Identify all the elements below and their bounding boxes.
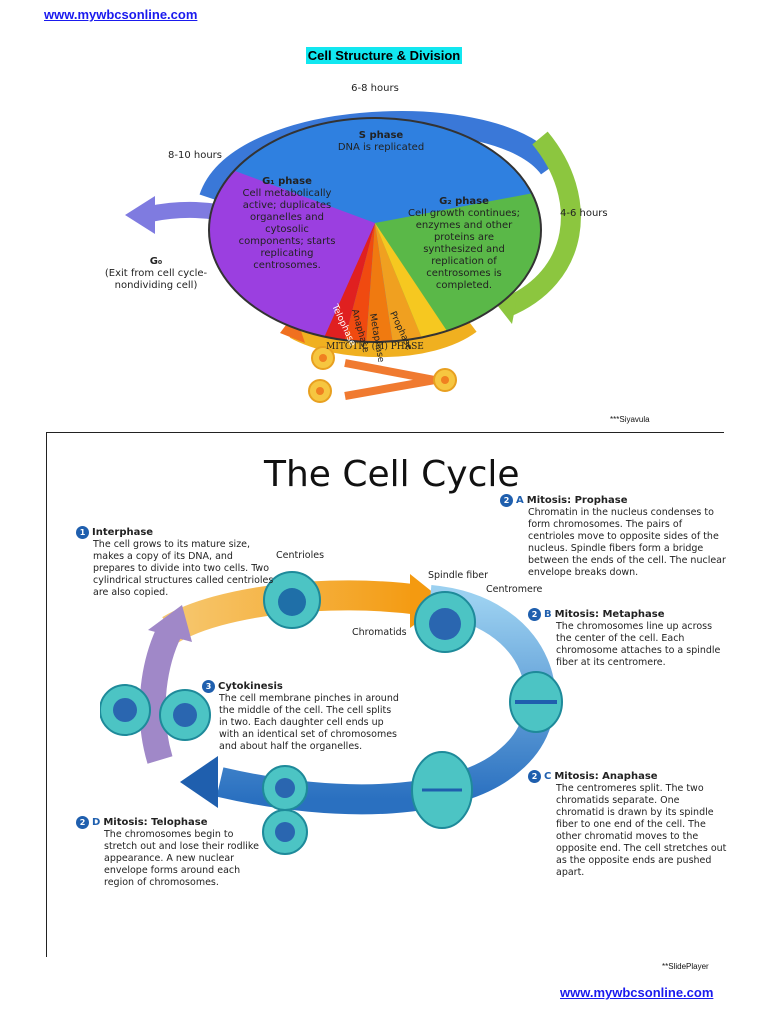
cell-anaphase xyxy=(411,751,473,829)
step-prophase-sub: A xyxy=(516,494,524,506)
cell-prophase xyxy=(414,591,476,653)
mitotic-label: MITOTIC (M) PHASE xyxy=(326,341,424,352)
g0-text: G₀ (Exit from cell cycle-nondividing cel… xyxy=(104,256,208,292)
step-telophase-badge: 2 xyxy=(76,816,89,829)
step-prophase-head: Mitosis: Prophase xyxy=(526,494,628,506)
cell-cycle-diagram: 6-8 hours INTERPHASE MITOTIC (M) PHASE T… xyxy=(125,83,581,403)
division-arrow-down xyxy=(344,376,436,400)
cycle-oval xyxy=(208,117,542,343)
ring-right-arc xyxy=(216,585,556,815)
step-cytokinesis-body: The cell membrane pinches in around the … xyxy=(219,693,399,752)
section1-title: Cell Structure & Division xyxy=(305,47,463,64)
ring-left-arrow xyxy=(139,624,182,764)
section1-title-wrap: Cell Structure & Division xyxy=(0,47,768,65)
step-anaphase-body: The centromeres split. The two chromatid… xyxy=(556,783,727,878)
step-metaphase-head: Mitosis: Metaphase xyxy=(554,608,665,620)
header-site-link[interactable]: www.mywbcsonline.com xyxy=(44,7,198,22)
step-metaphase-sub: B xyxy=(544,608,552,620)
time-right: 4-6 hours xyxy=(560,208,608,219)
daughter-nucleus-top xyxy=(319,354,327,362)
mother-nucleus xyxy=(441,376,449,384)
time-left: 8-10 hours xyxy=(168,150,222,161)
g1-body: Cell metabolically active; duplicates or… xyxy=(238,188,336,271)
g1-head: G₁ phase xyxy=(262,176,312,187)
label-centromere: Centromere xyxy=(486,584,543,595)
step-cytokinesis-badge: 3 xyxy=(202,680,215,693)
step-interphase-body: The cell grows to its mature size, makes… xyxy=(93,539,274,598)
daughter-nucleus-bottom xyxy=(316,387,324,395)
step-anaphase-sub: C xyxy=(544,770,552,782)
step-anaphase-head: Mitosis: Anaphase xyxy=(554,770,658,782)
s-phase-body: DNA is replicated xyxy=(337,142,425,153)
g2-text: G₂ phase Cell growth continues; enzymes … xyxy=(408,196,520,292)
section1-credit: ***Siyavula xyxy=(610,415,650,424)
step-telophase-head: Mitosis: Telophase xyxy=(103,816,208,828)
g2-head: G₂ phase xyxy=(439,196,489,207)
interphase-label: INTERPHASE xyxy=(338,104,412,114)
g0-body: (Exit from cell cycle-nondividing cell) xyxy=(104,268,208,291)
g0-arrow-head xyxy=(125,196,155,234)
s-phase-head: S phase xyxy=(358,130,404,141)
ring-left-arrow-head xyxy=(148,605,192,642)
section2-credit: **SlidePlayer xyxy=(662,962,709,971)
time-top: 6-8 hours xyxy=(351,83,399,94)
step-prophase-badge: 2 xyxy=(500,494,513,507)
step-telophase-body: The chromosomes begin to stretch out and… xyxy=(104,829,259,888)
step-cytokinesis-head: Cytokinesis xyxy=(218,680,283,692)
label-chromatids: Chromatids xyxy=(352,627,407,638)
g0-head: G₀ xyxy=(149,256,163,267)
cell-interphase xyxy=(263,571,321,629)
label-spindle-fiber: Spindle fiber xyxy=(428,570,489,581)
g1-text: G₁ phase Cell metabolically active; dupl… xyxy=(232,176,342,272)
step-interphase-head: Interphase xyxy=(92,526,154,538)
section2-left-border xyxy=(46,432,47,957)
step-metaphase-badge: 2 xyxy=(528,608,541,621)
mitotic-arc xyxy=(289,313,477,358)
step-interphase-badge: 1 xyxy=(76,526,89,539)
g2-body: Cell growth continues; enzymes and other… xyxy=(408,208,520,291)
section2-title: The Cell Cycle xyxy=(264,454,520,495)
cell-cycle-ring xyxy=(100,571,563,855)
division-arrow-up xyxy=(344,359,436,384)
step-metaphase-body: The chromosomes line up across the cente… xyxy=(556,621,721,668)
step-anaphase-badge: 2 xyxy=(528,770,541,783)
label-centrioles: Centrioles xyxy=(276,550,325,561)
s-phase-text: S phase DNA is replicated xyxy=(326,130,436,154)
ring-bottom-arrow-head xyxy=(180,756,218,808)
step-prophase-body: Chromatin in the nucleus condenses to fo… xyxy=(528,507,726,578)
step-telophase-sub: D xyxy=(92,816,101,828)
footer-site-link[interactable]: www.mywbcsonline.com xyxy=(560,985,714,1000)
g2-arrow-arc xyxy=(500,131,581,318)
cell-telophase xyxy=(262,765,308,855)
cell-metaphase xyxy=(509,671,563,733)
section-divider xyxy=(46,432,724,433)
cell-cytokinesis-left xyxy=(100,684,151,736)
cell-cytokinesis-right xyxy=(159,689,211,741)
